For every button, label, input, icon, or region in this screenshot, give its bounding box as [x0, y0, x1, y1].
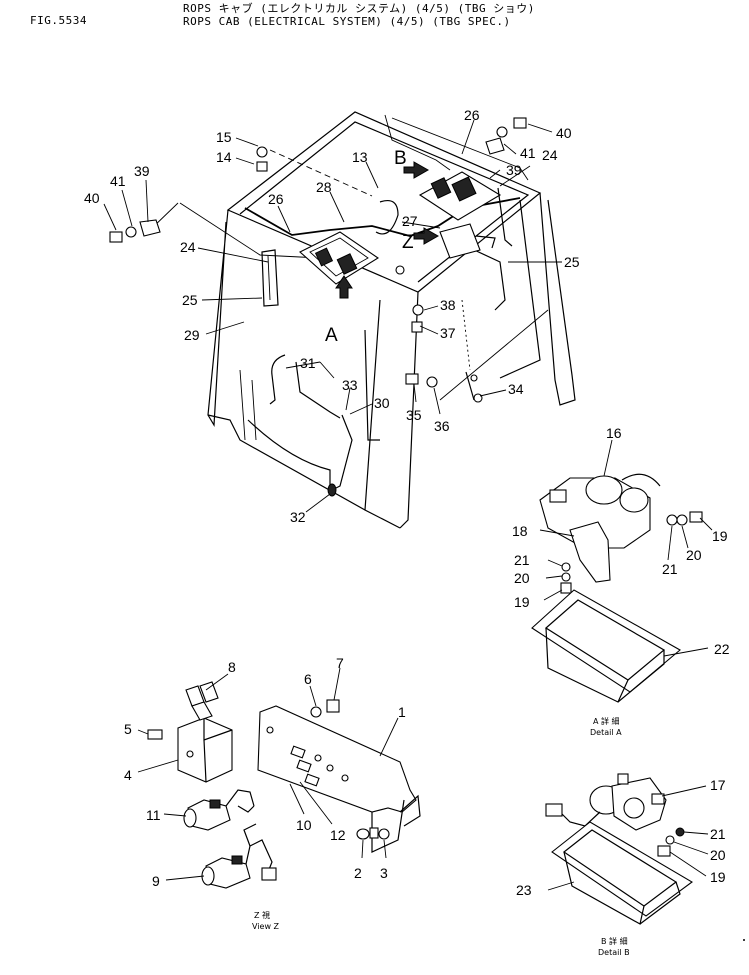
roof-unit-b — [418, 171, 513, 259]
roof-unit-a — [261, 231, 380, 307]
part-7: 7 — [336, 655, 344, 671]
part-19-a-left: 19 — [514, 594, 530, 610]
part-31: 31 — [300, 355, 316, 371]
part-27: 27 — [402, 213, 418, 229]
part-25-left: 25 — [182, 292, 198, 308]
part-30: 30 — [374, 395, 390, 411]
part-36: 36 — [434, 418, 450, 434]
view-b-label: B — [394, 148, 407, 169]
part-17: 17 — [710, 777, 726, 793]
part-1: 1 — [398, 704, 406, 720]
part-3: 3 — [380, 865, 388, 881]
roof-harness — [149, 114, 529, 311]
part-12: 12 — [330, 827, 346, 843]
part-35: 35 — [406, 407, 422, 423]
part-11: 11 — [146, 807, 161, 823]
detail-b-caption-jp: B 詳 細 — [601, 936, 628, 946]
part-6: 6 — [304, 671, 312, 687]
cab-frame — [207, 111, 576, 529]
part-20-b: 20 — [710, 847, 726, 863]
part-21-a-right: 21 — [662, 561, 678, 577]
part-20-a-left: 20 — [514, 570, 530, 586]
part-10: 10 — [296, 817, 312, 833]
part-19-a-right: 19 — [712, 528, 728, 544]
view-z-caption-en: View Z — [252, 922, 280, 931]
part-37: 37 — [440, 325, 456, 341]
view-z — [147, 681, 421, 889]
part-4: 4 — [124, 767, 132, 783]
part-5: 5 — [124, 721, 132, 737]
part-29: 29 — [184, 327, 200, 343]
part-28: 28 — [316, 179, 332, 195]
part-41-right: 41 — [520, 145, 536, 161]
title-english: ROPS CAB (ELECTRICAL SYSTEM) (4/5) (TBG … — [183, 15, 511, 28]
part-34: 34 — [508, 381, 524, 397]
detail-a-caption-jp: A 詳 細 — [593, 716, 620, 726]
part-22: 22 — [714, 641, 730, 657]
part-14: 14 — [216, 149, 232, 165]
part-20-a-right: 20 — [686, 547, 702, 563]
part-21-b: 21 — [710, 826, 726, 842]
part-9: 9 — [152, 873, 160, 889]
part-16: 16 — [606, 425, 622, 441]
part-15: 15 — [216, 129, 232, 145]
detail-b-caption-en: Detail B — [598, 948, 630, 957]
part-26-top: 26 — [464, 107, 480, 123]
leader-lines — [103, 119, 713, 891]
scan-speck — [743, 939, 745, 941]
view-z-caption-jp: Z 視 — [254, 911, 270, 920]
part-24-right: 24 — [542, 147, 558, 163]
title-japanese: ROPS キャブ (エレクトリカル システム) (4/5) (TBG ショウ) — [183, 2, 535, 15]
part-40-left: 40 — [84, 190, 100, 206]
detail-b — [545, 773, 693, 925]
part-32: 32 — [290, 509, 306, 525]
part-19-b: 19 — [710, 869, 726, 885]
view-arrows — [335, 161, 440, 299]
part-41-left: 41 — [110, 173, 126, 189]
part-26-left: 26 — [268, 191, 284, 207]
part-24-left: 24 — [180, 239, 196, 255]
main-hardware — [109, 117, 527, 403]
cab-harness — [247, 354, 475, 497]
part-39-right: 39 — [506, 162, 522, 178]
detail-a — [531, 473, 703, 703]
part-18: 18 — [512, 523, 528, 539]
part-23: 23 — [516, 882, 532, 898]
part-13: 13 — [352, 149, 368, 165]
detail-a-caption-en: Detail A — [590, 728, 622, 737]
part-8: 8 — [228, 659, 236, 675]
part-2: 2 — [354, 865, 362, 881]
figure-number: FIG.5534 — [30, 14, 87, 27]
part-39-left: 39 — [134, 163, 150, 179]
view-z-label: Z — [402, 232, 414, 253]
part-21-a-left: 21 — [514, 552, 530, 568]
part-33: 33 — [342, 377, 358, 393]
part-40-right: 40 — [556, 125, 572, 141]
part-38: 38 — [440, 297, 456, 313]
part-numbers: 15 14 13 26 40 41 24 39 27 28 26 39 41 4… — [84, 107, 730, 898]
view-a-label: A — [325, 325, 338, 346]
part-25-right: 25 — [564, 254, 580, 270]
